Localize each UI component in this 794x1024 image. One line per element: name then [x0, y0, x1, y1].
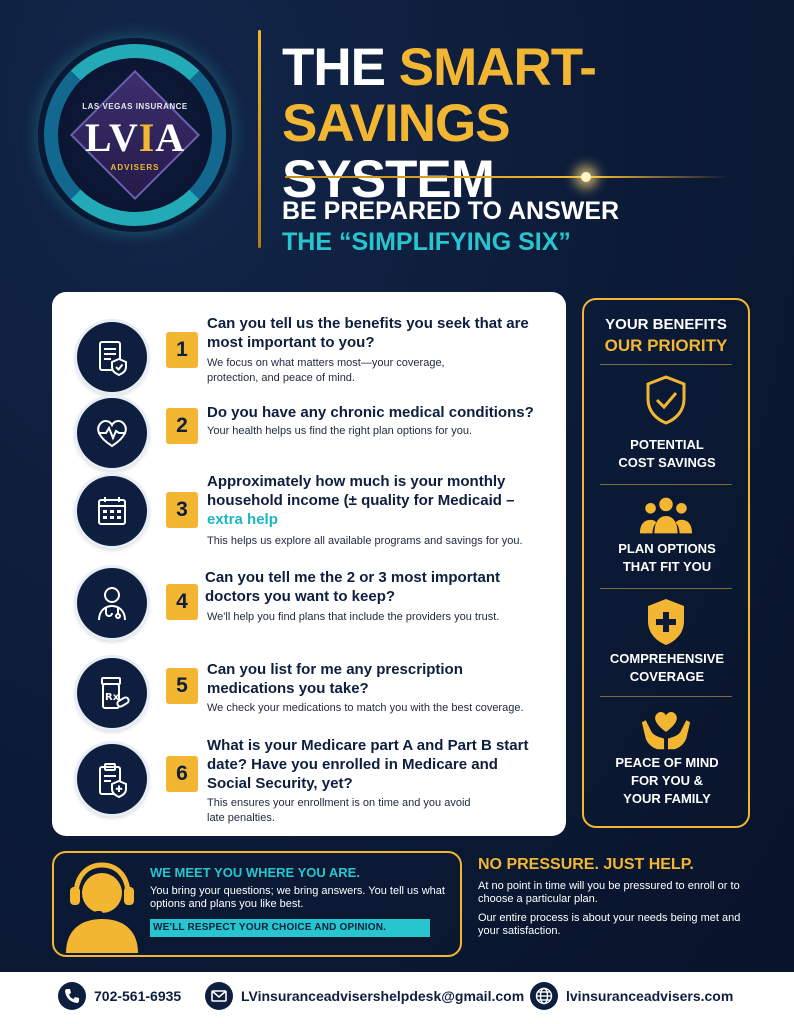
- phone-icon: [58, 982, 86, 1010]
- footer-website[interactable]: lvinsuranceadvisers.com: [530, 982, 733, 1010]
- benefit-1-line2: COST SAVINGS: [618, 455, 716, 470]
- meet-heading: WE MEET YOU WHERE YOU ARE.: [150, 865, 360, 880]
- people-group-icon: [638, 488, 694, 544]
- subtitle-line2: THE “SIMPLIFYING SIX”: [282, 228, 571, 256]
- title-the: THE: [282, 38, 399, 97]
- logo-bottom-text: ADVISERS: [110, 163, 160, 172]
- email-address: LVinsuranceadvisershelpdesk@gmail.com: [241, 988, 525, 1004]
- support-agent-icon: [66, 862, 138, 953]
- shield-plus-icon: [638, 594, 694, 650]
- question-sub-3: This helps us explore all available prog…: [207, 535, 523, 547]
- benefit-3-line2: COVERAGE: [629, 669, 705, 684]
- panel-divider: [600, 484, 732, 485]
- no-pressure-paragraph-1: At no point in time will you be pressure…: [478, 880, 740, 905]
- subtitle-line1: BE PREPARED TO ANSWER: [282, 197, 620, 225]
- benefit-3-line1: COMPREHENSIVE: [609, 651, 725, 666]
- benefit-item-4: PEACE OF MIND FOR YOU & YOUR FAMILY: [590, 754, 744, 808]
- question-sub-2: Your health helps us find the right plan…: [207, 425, 472, 437]
- question-sub-1: We focus on what matters most—your cover…: [207, 357, 445, 384]
- logo-mark-mid: I: [138, 115, 156, 160]
- question-title-3-text: Approximately how much is your monthly h…: [207, 473, 515, 509]
- respect-banner: WE'LL RESPECT YOUR CHOICE AND OPINION.: [150, 919, 430, 937]
- document-shield-icon: [77, 322, 147, 392]
- question-number-5: 5: [166, 668, 198, 704]
- benefit-2-line2: THAT FIT YOU: [622, 559, 712, 574]
- svg-text:Rx: Rx: [105, 692, 120, 703]
- benefit-4-line3: YOUR FAMILY: [623, 791, 711, 806]
- question-title-3: Approximately how much is your monthly h…: [207, 472, 537, 529]
- phone-number: 702-561-6935: [94, 988, 182, 1004]
- question-title-2: Do you have any chronic medical conditio…: [207, 404, 534, 421]
- heart-pulse-icon: [77, 398, 147, 468]
- meet-box: WE MEET YOU WHERE YOU ARE. You bring you…: [52, 851, 462, 957]
- benefit-2-line1: PLAN OPTIONS: [618, 541, 716, 556]
- question-number-3: 3: [166, 492, 198, 528]
- no-pressure-heading: NO PRESSURE. JUST HELP.: [478, 856, 694, 873]
- question-title-5: Can you list for me any prescription med…: [207, 661, 463, 697]
- title-smart-savings: SMART-SAVINGS: [282, 38, 597, 153]
- questions-card: 1 Can you tell us the benefits you seek …: [52, 292, 566, 836]
- page-title: THE SMART-SAVINGS SYSTEM: [282, 40, 782, 208]
- logo-mark: LVIA: [38, 114, 232, 161]
- benefits-panel: YOUR BENEFITS OUR PRIORITY POTENTIAL COST…: [582, 298, 750, 828]
- question-sub-5: We check your medications to match you w…: [207, 702, 524, 714]
- no-pressure-paragraph-2: Our entire process is about your needs b…: [478, 912, 741, 937]
- question-sub-4: We'll help you find plans that include t…: [207, 611, 500, 623]
- benefit-1-line1: POTENTIAL: [630, 437, 704, 452]
- question-number-4: 4: [166, 584, 198, 620]
- email-icon: [205, 982, 233, 1010]
- shield-check-icon: [638, 372, 694, 428]
- panel-heading-2: OUR PRIORITY: [604, 336, 728, 355]
- question-title-4: Can you tell me the 2 or 3 most importan…: [205, 569, 501, 605]
- question-title-6: What is your Medicare part A and Part B …: [207, 737, 529, 792]
- logo: LAS VEGAS INSURANCE LVIA ADVISERS: [38, 38, 232, 232]
- footer-email[interactable]: LVinsuranceadvisershelpdesk@gmail.com: [205, 982, 524, 1010]
- website-url: lvinsuranceadvisers.com: [566, 988, 734, 1004]
- question-title-1: Can you tell us the benefits you seek th…: [207, 315, 529, 351]
- logo-top-text: LAS VEGAS INSURANCE: [82, 102, 188, 111]
- panel-divider: [600, 588, 732, 589]
- title-underline: [285, 172, 730, 182]
- question-number-2: 2: [166, 408, 198, 444]
- prescription-bottle-icon: Rx: [77, 658, 147, 728]
- doctor-icon: [77, 568, 147, 638]
- clipboard-medical-icon: [77, 744, 147, 814]
- benefit-4-line2: FOR YOU &: [631, 773, 703, 788]
- panel-divider: [600, 364, 732, 365]
- title-system: SYSTEM: [282, 150, 495, 209]
- panel-heading-1: YOUR BENEFITS: [605, 316, 727, 333]
- globe-icon: [530, 982, 558, 1010]
- question-sub-6: This ensures your enrollment is on time …: [207, 797, 471, 824]
- logo-mark-right: A: [155, 115, 186, 160]
- calendar-icon: [77, 476, 147, 546]
- question-number-1: 1: [166, 332, 198, 368]
- footer-contact-bar: 702-561-6935 LVinsuranceadvisershelpdesk…: [0, 972, 794, 1024]
- question-title-3-extra-help: extra help: [207, 511, 278, 528]
- benefit-4-line1: PEACE OF MIND: [615, 755, 719, 770]
- meet-body: You bring your questions; we bring answe…: [150, 885, 445, 910]
- header-divider: [258, 30, 261, 248]
- logo-mark-left: LV: [84, 115, 139, 160]
- hands-heart-icon: [638, 700, 694, 756]
- benefit-item-2: PLAN OPTIONS THAT FIT YOU: [590, 540, 744, 576]
- benefit-item-1: POTENTIAL COST SAVINGS: [590, 436, 744, 472]
- footer-phone[interactable]: 702-561-6935: [58, 982, 181, 1010]
- question-number-6: 6: [166, 756, 198, 792]
- benefit-item-3: COMPREHENSIVE COVERAGE: [590, 650, 744, 686]
- panel-divider: [600, 696, 732, 697]
